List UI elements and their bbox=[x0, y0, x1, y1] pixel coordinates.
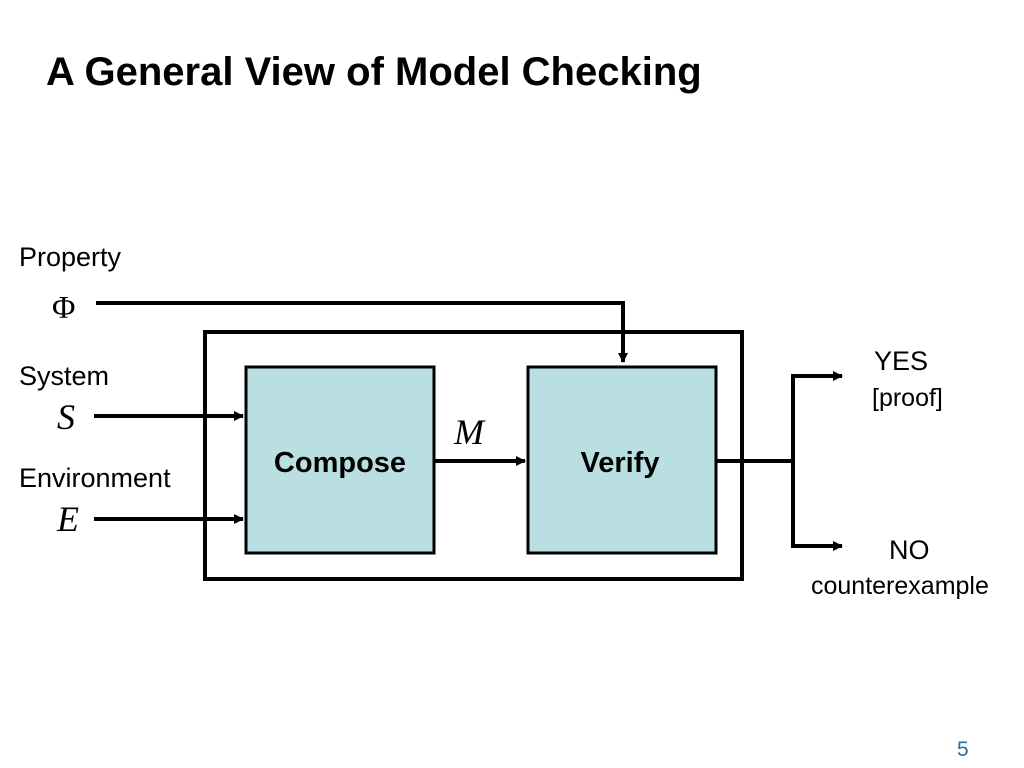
no-detail: counterexample bbox=[811, 572, 989, 600]
verify-box-label: Verify bbox=[581, 447, 660, 479]
environment-symbol: E bbox=[56, 499, 79, 539]
page-number: 5 bbox=[957, 738, 969, 761]
model-symbol: M bbox=[453, 412, 486, 452]
yes-label: YES bbox=[874, 346, 928, 376]
property-label: Property bbox=[19, 242, 122, 272]
yes-detail: [proof] bbox=[872, 384, 943, 412]
property-symbol: Φ bbox=[52, 289, 75, 325]
verify-box bbox=[526, 365, 718, 555]
compose-box bbox=[244, 365, 436, 555]
compose-box-label: Compose bbox=[274, 447, 406, 479]
no-label: NO bbox=[889, 535, 930, 565]
environment-label: Environment bbox=[19, 463, 171, 493]
system-label: System bbox=[19, 361, 109, 391]
system-symbol: S bbox=[57, 397, 75, 437]
model-checker-frame bbox=[203, 330, 744, 581]
slide-title: A General View of Model Checking bbox=[46, 50, 702, 94]
property-arrow bbox=[96, 301, 628, 363]
